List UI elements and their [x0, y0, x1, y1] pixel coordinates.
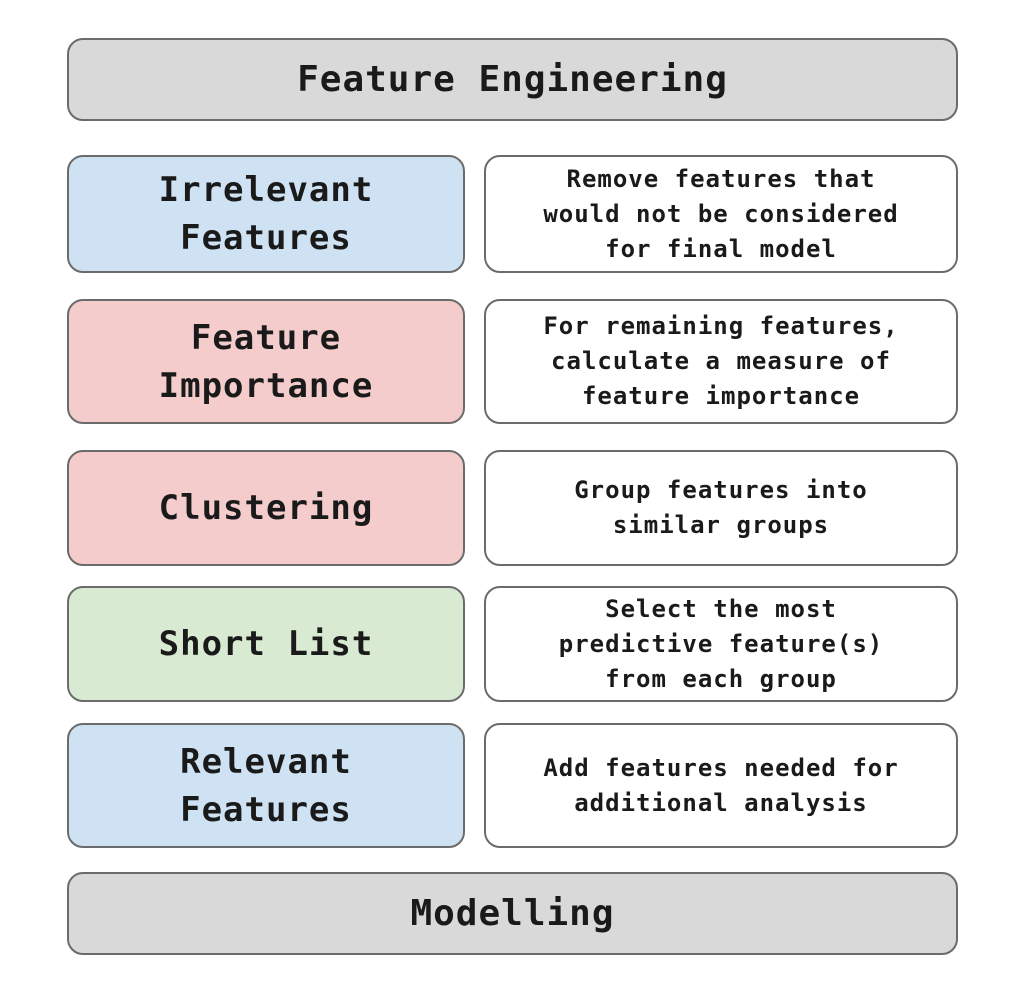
step-irrelevant-features: Irrelevant Features [67, 155, 465, 273]
step-clustering: Clustering [67, 450, 465, 566]
feature-engineering-header: Feature Engineering [67, 38, 958, 121]
step-irrelevant-features-description: Remove features that would not be consid… [484, 155, 958, 273]
step-clustering-description: Group features into similar groups [484, 450, 958, 566]
modelling-footer: Modelling [67, 872, 958, 955]
step-relevant-features: Relevant Features [67, 723, 465, 848]
step-relevant-features-description: Add features needed for additional analy… [484, 723, 958, 848]
step-feature-importance: Feature Importance [67, 299, 465, 424]
step-short-list-description: Select the most predictive feature(s) fr… [484, 586, 958, 702]
step-short-list: Short List [67, 586, 465, 702]
step-feature-importance-description: For remaining features, calculate a meas… [484, 299, 958, 424]
